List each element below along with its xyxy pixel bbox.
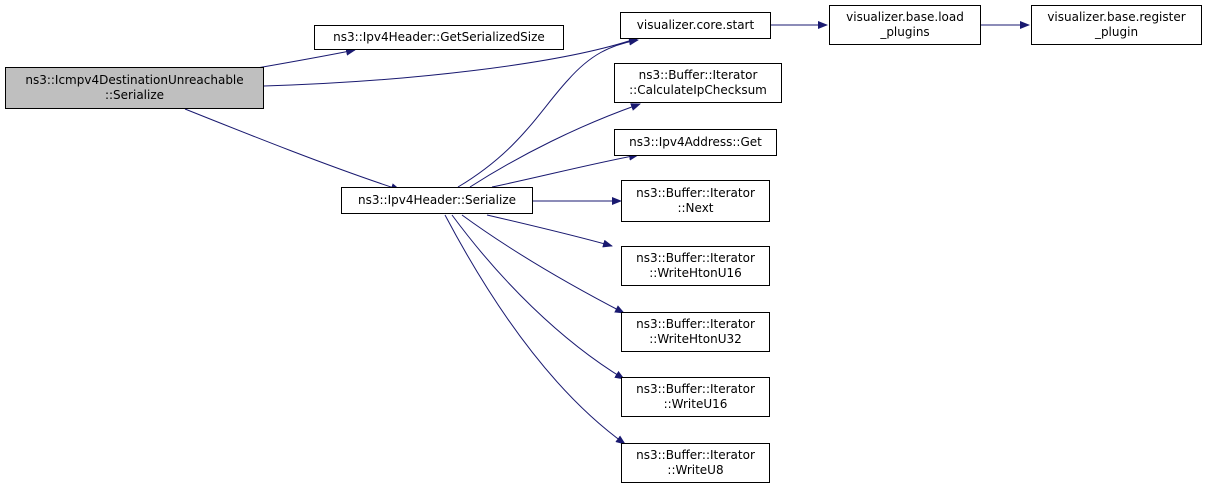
edge-root-to-core-start	[263, 37, 639, 87]
node-register-plugin-line1: visualizer.base.register	[1047, 10, 1186, 24]
root-node-icmpv4-serialize: ns3::Icmpv4DestinationUnreachable ::Seri…	[5, 67, 264, 109]
edge-root-to-get-serialized-size	[256, 47, 356, 69]
node-iterator-write-htonu16[interactable]: ns3::Buffer::Iterator ::WriteHtonU16	[621, 246, 770, 286]
edge-ipv4-serialize-to-ipv4addr-get	[491, 152, 639, 188]
node-write-htonu16-line2: ::WriteHtonU16	[649, 266, 742, 280]
node-iterator-write-htonu32[interactable]: ns3::Buffer::Iterator ::WriteHtonU32	[621, 312, 770, 352]
node-ipv4header-serialize-label: ns3::Ipv4Header::Serialize	[357, 193, 516, 207]
node-write-htonu32-line2: ::WriteHtonU32	[649, 332, 742, 346]
node-iterator-next-line2: ::Next	[677, 201, 714, 215]
edge-ipv4-serialize-to-write-u8	[444, 214, 626, 445]
edge-ipv4-serialize-to-core-start	[457, 37, 639, 188]
edge-ipv4-serialize-to-calc-checksum	[469, 103, 641, 188]
root-node-line2: ::Serialize	[104, 88, 165, 102]
node-get-serialized-size[interactable]: ns3::Ipv4Header::GetSerializedSize	[314, 25, 564, 50]
node-iterator-next-line1: ns3::Buffer::Iterator	[636, 186, 755, 200]
edge-ipv4-serialize-to-write-htonu16	[486, 214, 613, 248]
node-iterator-write-u8[interactable]: ns3::Buffer::Iterator ::WriteU8	[621, 443, 770, 483]
node-visualizer-base-load-plugins[interactable]: visualizer.base.load _plugins	[829, 5, 981, 45]
node-load-plugins-line2: _plugins	[880, 25, 930, 39]
edge-root-to-ipv4-serialize	[184, 108, 401, 191]
edge-ipv4-serialize-to-write-htonu32	[461, 214, 625, 314]
node-load-plugins-line1: visualizer.base.load	[846, 10, 964, 24]
node-iterator-write-u16[interactable]: ns3::Buffer::Iterator ::WriteU16	[621, 377, 770, 417]
node-write-htonu16-line1: ns3::Buffer::Iterator	[636, 251, 755, 265]
node-write-htonu32-line1: ns3::Buffer::Iterator	[636, 317, 755, 331]
node-iterator-next[interactable]: ns3::Buffer::Iterator ::Next	[621, 180, 770, 222]
node-register-plugin-line2: _plugin	[1094, 25, 1139, 39]
node-write-u16-line1: ns3::Buffer::Iterator	[636, 382, 755, 396]
node-ipv4address-get[interactable]: ns3::Ipv4Address::Get	[614, 129, 777, 156]
node-visualizer-base-register-plugin[interactable]: visualizer.base.register _plugin	[1031, 5, 1202, 45]
node-get-serialized-size-label: ns3::Ipv4Header::GetSerializedSize	[333, 30, 545, 44]
node-write-u16-line2: ::WriteU16	[663, 397, 728, 411]
node-calculate-ip-checksum[interactable]: ns3::Buffer::Iterator ::CalculateIpCheck…	[614, 63, 782, 103]
node-ipv4address-get-label: ns3::Ipv4Address::Get	[629, 135, 762, 149]
node-write-u8-line2: ::WriteU8	[667, 463, 724, 477]
node-ipv4header-serialize[interactable]: ns3::Ipv4Header::Serialize	[341, 187, 533, 214]
node-write-u8-line1: ns3::Buffer::Iterator	[636, 448, 755, 462]
node-visualizer-core-start[interactable]: visualizer.core.start	[620, 12, 771, 39]
edge-ipv4-serialize-to-write-u16	[451, 214, 625, 380]
node-calc-checksum-line1: ns3::Buffer::Iterator	[638, 68, 758, 82]
root-node-line1: ns3::Icmpv4DestinationUnreachable	[25, 73, 244, 87]
node-calc-checksum-line2: ::CalculateIpChecksum	[629, 83, 767, 97]
node-visualizer-core-start-label: visualizer.core.start	[636, 18, 755, 32]
